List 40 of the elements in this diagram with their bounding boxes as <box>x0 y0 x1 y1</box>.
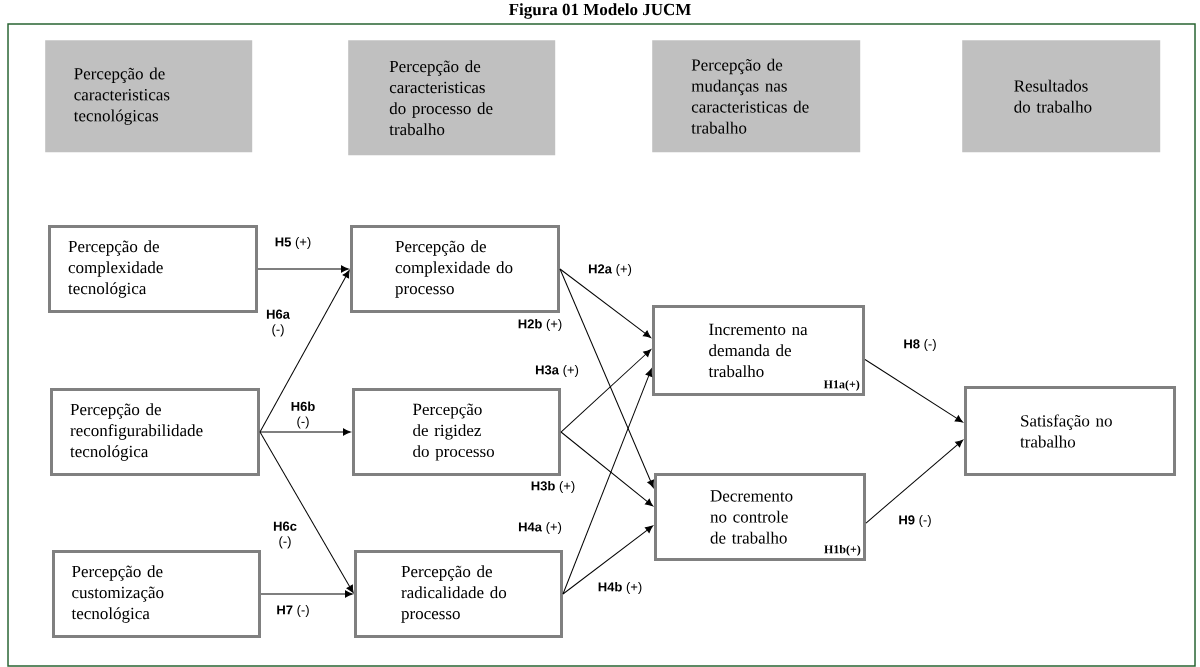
arrow <box>257 265 349 273</box>
edge-label: H3a (+) <box>534 363 580 379</box>
construct-box: Percepção de customização tecnológica <box>52 550 261 638</box>
construct-box: Percepção de reconfigurabilidade tecnológica <box>50 388 260 476</box>
edge-label: H2a (+) <box>587 262 633 278</box>
column-header: Percepção de caracteristicas tecnológicas <box>45 40 253 153</box>
edge-label: H9 (-) <box>897 513 933 529</box>
arrow <box>259 431 354 593</box>
edge-label: H6b (-) <box>285 400 321 430</box>
figure-title: Figura 01 Modelo JUCM <box>508 3 691 19</box>
construct-box: Percepção de rigidez do processo <box>352 388 561 476</box>
arrow <box>562 368 653 595</box>
construct-box: Satisfação no trabalho <box>964 386 1176 476</box>
arrow <box>562 525 654 595</box>
edge-label: H8 (-) <box>902 337 938 353</box>
arrow <box>259 428 351 436</box>
edge-label: H7 (-) <box>275 603 311 619</box>
arrow <box>864 359 964 423</box>
edge-label: H3b (+) <box>529 479 577 495</box>
edge-label: H4b (+) <box>596 580 644 596</box>
construct-box: Percepção de complexidade tecnológica <box>48 225 258 313</box>
edge-label: H6c (-) <box>267 520 303 550</box>
arrow <box>865 439 964 524</box>
edge-label: H2b (+) <box>516 317 564 333</box>
arrow <box>560 431 654 507</box>
arrow <box>559 268 654 488</box>
column-header: Percepção de caracteristicas do processo de trabalho <box>348 40 556 156</box>
construct-box: Percepção de radicalidade do processo <box>354 550 563 638</box>
column-header: Percepção de mudanças nas caracteristicas de trabalho <box>652 40 861 153</box>
construct-box: Decremento no controle de trabalho H1b(+) <box>654 473 866 561</box>
arrow <box>260 590 353 598</box>
arrow <box>259 270 350 433</box>
construct-box: Percepção de complexidade do processo <box>350 225 560 313</box>
arrow <box>560 349 652 433</box>
edge-label: H6a (-) <box>262 308 294 338</box>
edge-label: H4a (+) <box>517 520 563 536</box>
column-header: Resultados do trabalho <box>962 40 1161 153</box>
edge-label: H5 (+) <box>273 235 313 251</box>
arrow <box>559 268 652 338</box>
construct-box: Incremento na demanda de trabalho H1a(+) <box>652 305 865 396</box>
